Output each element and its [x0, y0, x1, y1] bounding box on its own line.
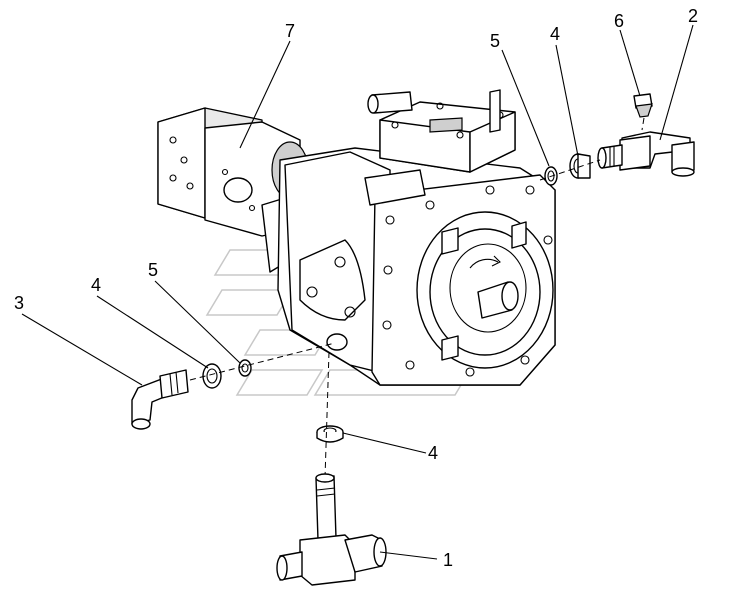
part-4-nut-upper — [569, 153, 591, 179]
valve-block — [367, 89, 516, 173]
part-2-elbow-fitting — [597, 131, 695, 177]
axis-line-vertical — [324, 351, 330, 479]
callout-2: 2 — [688, 6, 698, 26]
part-5-seal-left — [238, 359, 252, 377]
callout-4-lower: 4 — [428, 443, 438, 463]
callout-3: 3 — [14, 293, 24, 313]
part-4-nut-lower — [316, 425, 344, 443]
callout-5-left: 5 — [148, 260, 158, 280]
axis-line-left — [189, 342, 336, 381]
callout-6: 6 — [614, 11, 624, 31]
callout-7: 7 — [285, 21, 295, 41]
callout-5-upper: 5 — [490, 31, 500, 51]
part-3-elbow-fitting — [131, 369, 189, 430]
leader-lines — [21, 24, 694, 560]
pump-housing — [277, 147, 556, 386]
part-6-plug — [633, 93, 653, 131]
part-1-tee-fitting — [276, 473, 387, 586]
axis-line-upper — [539, 159, 601, 181]
callout-1: 1 — [443, 550, 453, 570]
callout-4-upper: 4 — [550, 24, 560, 44]
callout-4-left: 4 — [91, 275, 101, 295]
part-4-nut-left — [202, 363, 222, 389]
